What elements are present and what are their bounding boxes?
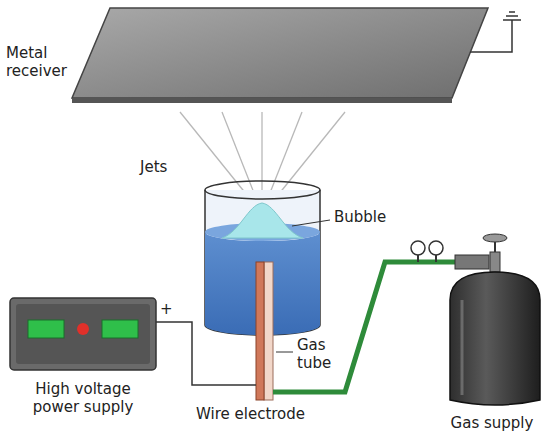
ground-symbol [506,15,518,17]
gas-pipe [273,262,455,392]
ground-symbol [509,11,515,13]
indicator-light [77,323,89,335]
part-label: High voltage power supply [20,380,146,416]
valve-handle [483,234,507,242]
part-label: Metal receiver [6,44,78,80]
pressure-gauge [429,241,443,255]
plate-edge [72,98,452,103]
indicator [28,320,64,338]
ground-symbol [503,19,521,21]
part-label: Gas tube [297,336,343,372]
bubble [222,203,303,238]
power-supply-panel [16,304,150,364]
part-label: Wire electrode [196,405,346,423]
hv-wire [156,322,256,385]
power-supply [10,298,156,370]
part-label: Gas supply [438,414,546,432]
pressure-gauge [411,241,425,255]
container-rim [205,181,320,199]
part-label: Jets [140,158,200,176]
valve [490,252,500,272]
ground-wire [470,20,512,52]
metal-plate [72,8,488,98]
polarity-sign: + [160,300,180,318]
leader-line [276,352,293,353]
wire-electrode [256,262,264,400]
gas-tube [264,262,273,400]
part-label: Bubble [334,208,414,226]
leader-line [292,220,330,226]
gas-cylinder [450,272,540,405]
regulator [455,255,489,269]
indicator [102,320,138,338]
